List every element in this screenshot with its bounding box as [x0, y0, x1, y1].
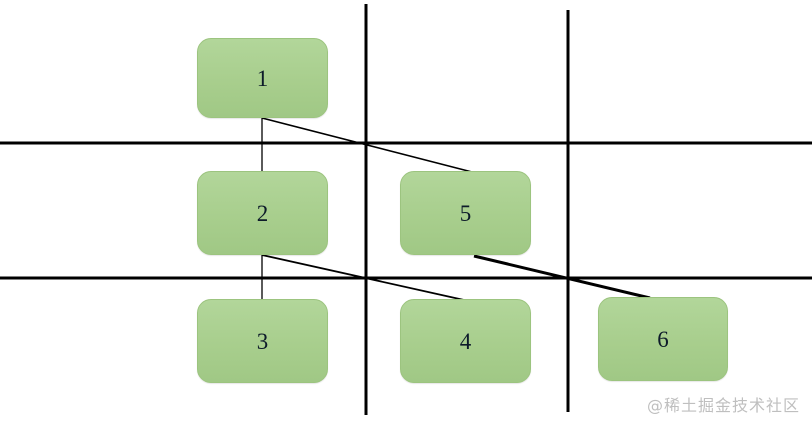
- node-5-label: 5: [459, 200, 472, 226]
- node-4-label: 4: [459, 328, 472, 354]
- node-3[interactable]: 3: [197, 299, 328, 383]
- edge-node1-node5: [261, 117, 473, 173]
- node-5[interactable]: 5: [400, 171, 531, 255]
- node-6-label: 6: [657, 326, 669, 352]
- grid-rule-group: [0, 4, 812, 415]
- node-1-label: 1: [256, 65, 269, 91]
- node-1[interactable]: 1: [197, 38, 328, 118]
- edge-node2-node4: [261, 254, 465, 301]
- node-3-label: 3: [256, 328, 269, 354]
- edge-node5-node6: [473, 254, 651, 300]
- node-4[interactable]: 4: [400, 299, 531, 383]
- watermark-text: @稀土掘金技术社区: [646, 396, 800, 415]
- node-2[interactable]: 2: [197, 171, 328, 255]
- node-6[interactable]: 6: [598, 297, 728, 381]
- node-2-label: 2: [256, 200, 269, 226]
- edge-group: [261, 117, 651, 301]
